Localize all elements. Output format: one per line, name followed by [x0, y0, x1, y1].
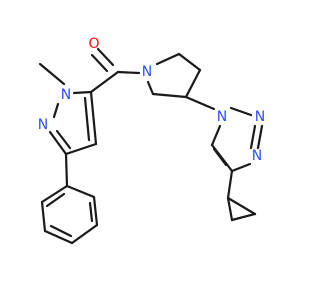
bond-pyrazole-to-phenyl	[64, 152, 69, 188]
bonds	[38, 47, 264, 245]
bond-carbonyl-to-pyrazole	[89, 70, 120, 94]
molecule-structure: O N N N N N N	[38, 36, 265, 245]
triazole-n3-label: N	[252, 148, 262, 164]
bond-pyrazole-c4-c5-b	[83, 96, 91, 142]
bond-pyrazole-n1-n2	[52, 102, 60, 119]
bond-phenyl-5	[40, 200, 47, 233]
bond-n-methyl	[38, 62, 66, 86]
bond-phenyl-inner-1	[88, 201, 94, 223]
atom-labels: O N N N N N N	[38, 36, 265, 164]
oxygen-label: O	[88, 36, 99, 52]
bond-pyrazole-c3-c4	[64, 142, 98, 156]
bond-cyclopropyl-c	[230, 212, 257, 222]
bond-pyrazole-n2-c3-b	[55, 129, 72, 150]
bond-carbonyl-to-n	[116, 70, 141, 75]
triazole-n2-label: N	[255, 109, 265, 125]
bond-pyrazole-n2-c3-a	[48, 130, 68, 156]
bond-triazole-c4-c5-b	[212, 147, 228, 167]
bond-pyrrolidine-c3-c4	[184, 68, 202, 99]
bond-pyrrolidine-c2-c3	[177, 52, 202, 72]
bond-carbonyl-double-b	[90, 53, 109, 73]
bond-triazole-c5-n1	[210, 124, 222, 147]
bond-pyrrolidine-c5-n	[146, 80, 155, 96]
bond-cyclopropyl-a	[226, 196, 234, 222]
pyrazole-n2-label: N	[38, 117, 48, 133]
bond-cyclopropyl-b	[226, 196, 257, 216]
triazole-n1-label: N	[217, 109, 227, 125]
bond-triazole-n1-n2	[229, 106, 253, 117]
bond-phenyl-1	[65, 184, 96, 199]
bond-phenyl-6	[40, 184, 69, 204]
bond-phenyl-3	[70, 223, 99, 245]
bond-pyrrolidine-c4-c5	[151, 92, 188, 99]
bond-phenyl-4	[43, 229, 74, 245]
bond-phenyl-inner-2	[49, 224, 73, 238]
bond-carbonyl-double-a	[96, 47, 115, 67]
pyrazole-n1-label: N	[61, 87, 71, 103]
bond-triazole-n3-c4	[230, 162, 252, 173]
bond-phenyl-2	[92, 195, 99, 227]
pyrrolidine-nitrogen-label: N	[142, 64, 152, 80]
bond-pyrazole-c5-n1	[72, 90, 93, 95]
bond-pyrazole-c4-c5-a	[89, 90, 98, 146]
bond-triazole-n2-n3-b	[249, 124, 257, 150]
bond-triazole-n2-n3-a	[256, 124, 264, 150]
bond-pyrrolidine-n-c2	[155, 52, 181, 66]
bond-triazole-to-cyclopropyl	[226, 169, 234, 200]
bond-pyrrolidine-to-triazole	[184, 95, 216, 111]
bond-phenyl-inner-3	[45, 192, 66, 208]
